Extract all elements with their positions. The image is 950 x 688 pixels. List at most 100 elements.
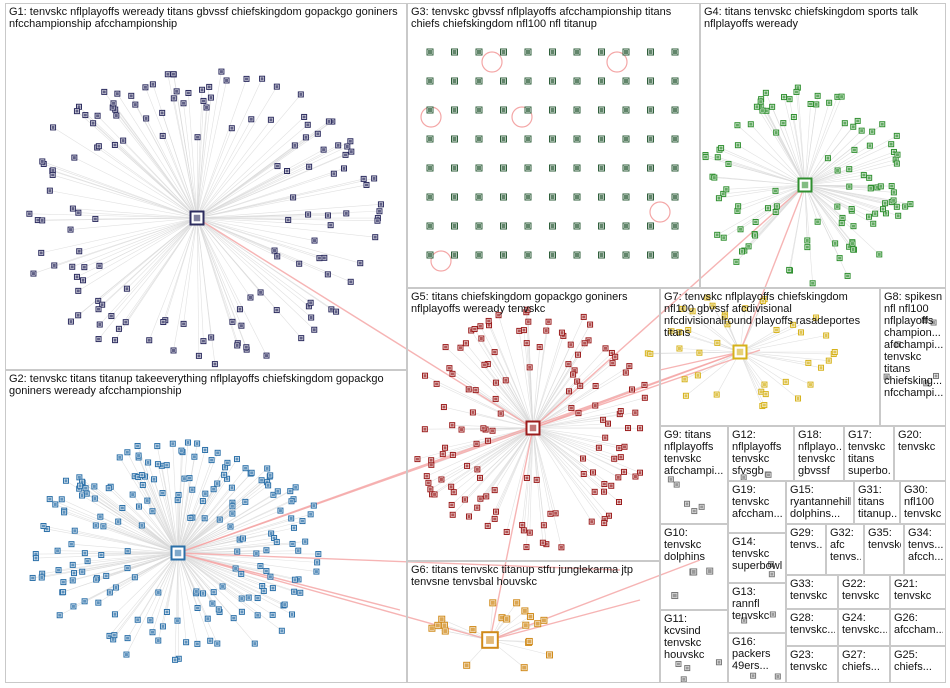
g1-node[interactable]	[247, 294, 254, 301]
g5-node[interactable]	[545, 318, 552, 325]
g5-node[interactable]	[458, 426, 465, 433]
g5-node[interactable]	[581, 340, 588, 347]
g4-node[interactable]	[869, 128, 876, 135]
g1-node[interactable]	[229, 318, 236, 325]
g7-node[interactable]	[818, 364, 825, 371]
g2-node[interactable]	[302, 538, 309, 545]
g1-node[interactable]	[170, 347, 177, 354]
g1-node[interactable]	[248, 116, 255, 123]
g2-node[interactable]	[289, 611, 296, 618]
g2-node[interactable]	[97, 513, 104, 520]
g5-node[interactable]	[591, 488, 598, 495]
g2-node[interactable]	[77, 482, 84, 489]
g4-node[interactable]	[720, 190, 727, 197]
g4-node[interactable]	[846, 166, 853, 173]
g2-node[interactable]	[70, 603, 77, 610]
g4-node[interactable]	[735, 203, 742, 210]
g2-node[interactable]	[208, 457, 215, 464]
g4-node[interactable]	[714, 154, 721, 161]
g4-hub-node[interactable]	[797, 177, 813, 193]
g2-node[interactable]	[260, 587, 267, 594]
g5-node[interactable]	[632, 409, 639, 416]
g1-node[interactable]	[149, 81, 156, 88]
g5-node[interactable]	[580, 313, 587, 320]
g7-node[interactable]	[694, 372, 701, 379]
g1-node[interactable]	[180, 100, 187, 107]
g4-node[interactable]	[879, 206, 886, 213]
g8-node[interactable]	[930, 319, 937, 326]
g5-node[interactable]	[423, 473, 430, 480]
g3-node[interactable]	[671, 193, 679, 201]
g1-node[interactable]	[203, 104, 210, 111]
g1-node[interactable]	[314, 130, 321, 137]
g2-node[interactable]	[91, 495, 98, 502]
g3-node[interactable]	[671, 164, 679, 172]
g5-node[interactable]	[449, 451, 456, 458]
g5-node[interactable]	[587, 321, 594, 328]
g7-node[interactable]	[831, 348, 838, 355]
g1-node[interactable]	[211, 361, 218, 368]
g4-node[interactable]	[882, 200, 889, 207]
g3-node[interactable]	[500, 222, 507, 230]
g5-node[interactable]	[601, 520, 608, 527]
g2-node[interactable]	[267, 573, 274, 580]
g3-node[interactable]	[524, 106, 532, 114]
g4-node[interactable]	[893, 132, 900, 139]
g5-node[interactable]	[472, 387, 479, 394]
g1-node[interactable]	[194, 134, 201, 141]
g1-node[interactable]	[159, 132, 166, 139]
g1-node[interactable]	[80, 277, 87, 284]
g2-node[interactable]	[288, 515, 295, 522]
g2-node[interactable]	[210, 486, 217, 493]
g1-node[interactable]	[238, 322, 245, 329]
g6-hub-node[interactable]	[481, 631, 499, 649]
g14-node[interactable]	[768, 561, 775, 568]
g5-node[interactable]	[641, 381, 648, 388]
g2-node[interactable]	[69, 577, 76, 584]
g1-node[interactable]	[73, 108, 80, 115]
g4-node[interactable]	[895, 212, 902, 219]
g2-node[interactable]	[61, 509, 68, 516]
g5-node[interactable]	[493, 508, 500, 515]
g4-node[interactable]	[854, 117, 861, 124]
g2-node[interactable]	[287, 488, 294, 495]
g1-node[interactable]	[257, 289, 264, 296]
g1-node[interactable]	[132, 101, 139, 108]
g1-node[interactable]	[296, 260, 303, 267]
g2-node[interactable]	[297, 589, 304, 596]
g2-node[interactable]	[111, 632, 118, 639]
g8-node[interactable]	[883, 373, 890, 380]
g3-node[interactable]	[475, 164, 483, 172]
g2-node[interactable]	[60, 579, 67, 586]
g2-node[interactable]	[258, 477, 265, 484]
g1-node[interactable]	[96, 262, 103, 269]
g2-node[interactable]	[79, 568, 86, 575]
g1-node[interactable]	[75, 312, 82, 319]
g4-node[interactable]	[734, 142, 741, 149]
g3-node[interactable]	[647, 164, 654, 172]
g7-node[interactable]	[721, 313, 728, 320]
g4-node[interactable]	[851, 146, 858, 153]
g1-node[interactable]	[99, 301, 106, 308]
g7-hub-node[interactable]	[732, 344, 748, 360]
g2-node[interactable]	[169, 440, 176, 447]
g5-node[interactable]	[604, 420, 611, 427]
g4-node[interactable]	[718, 145, 725, 152]
g1-node[interactable]	[120, 137, 127, 144]
g5-node[interactable]	[540, 522, 547, 529]
g8-node[interactable]	[894, 341, 901, 348]
g1-node[interactable]	[343, 210, 350, 217]
g1-node[interactable]	[208, 334, 215, 341]
g5-node[interactable]	[439, 451, 446, 458]
g2-node[interactable]	[234, 548, 241, 555]
g4-node[interactable]	[715, 195, 722, 202]
g16-node[interactable]	[750, 672, 757, 679]
g1-hub-node[interactable]	[189, 210, 205, 226]
g4-node[interactable]	[824, 155, 831, 162]
g2-node[interactable]	[189, 486, 196, 493]
g3-node[interactable]	[549, 135, 556, 143]
g1-node[interactable]	[115, 325, 122, 332]
g2-node[interactable]	[191, 453, 198, 460]
g2-node[interactable]	[159, 623, 166, 630]
g7-node[interactable]	[812, 314, 819, 321]
